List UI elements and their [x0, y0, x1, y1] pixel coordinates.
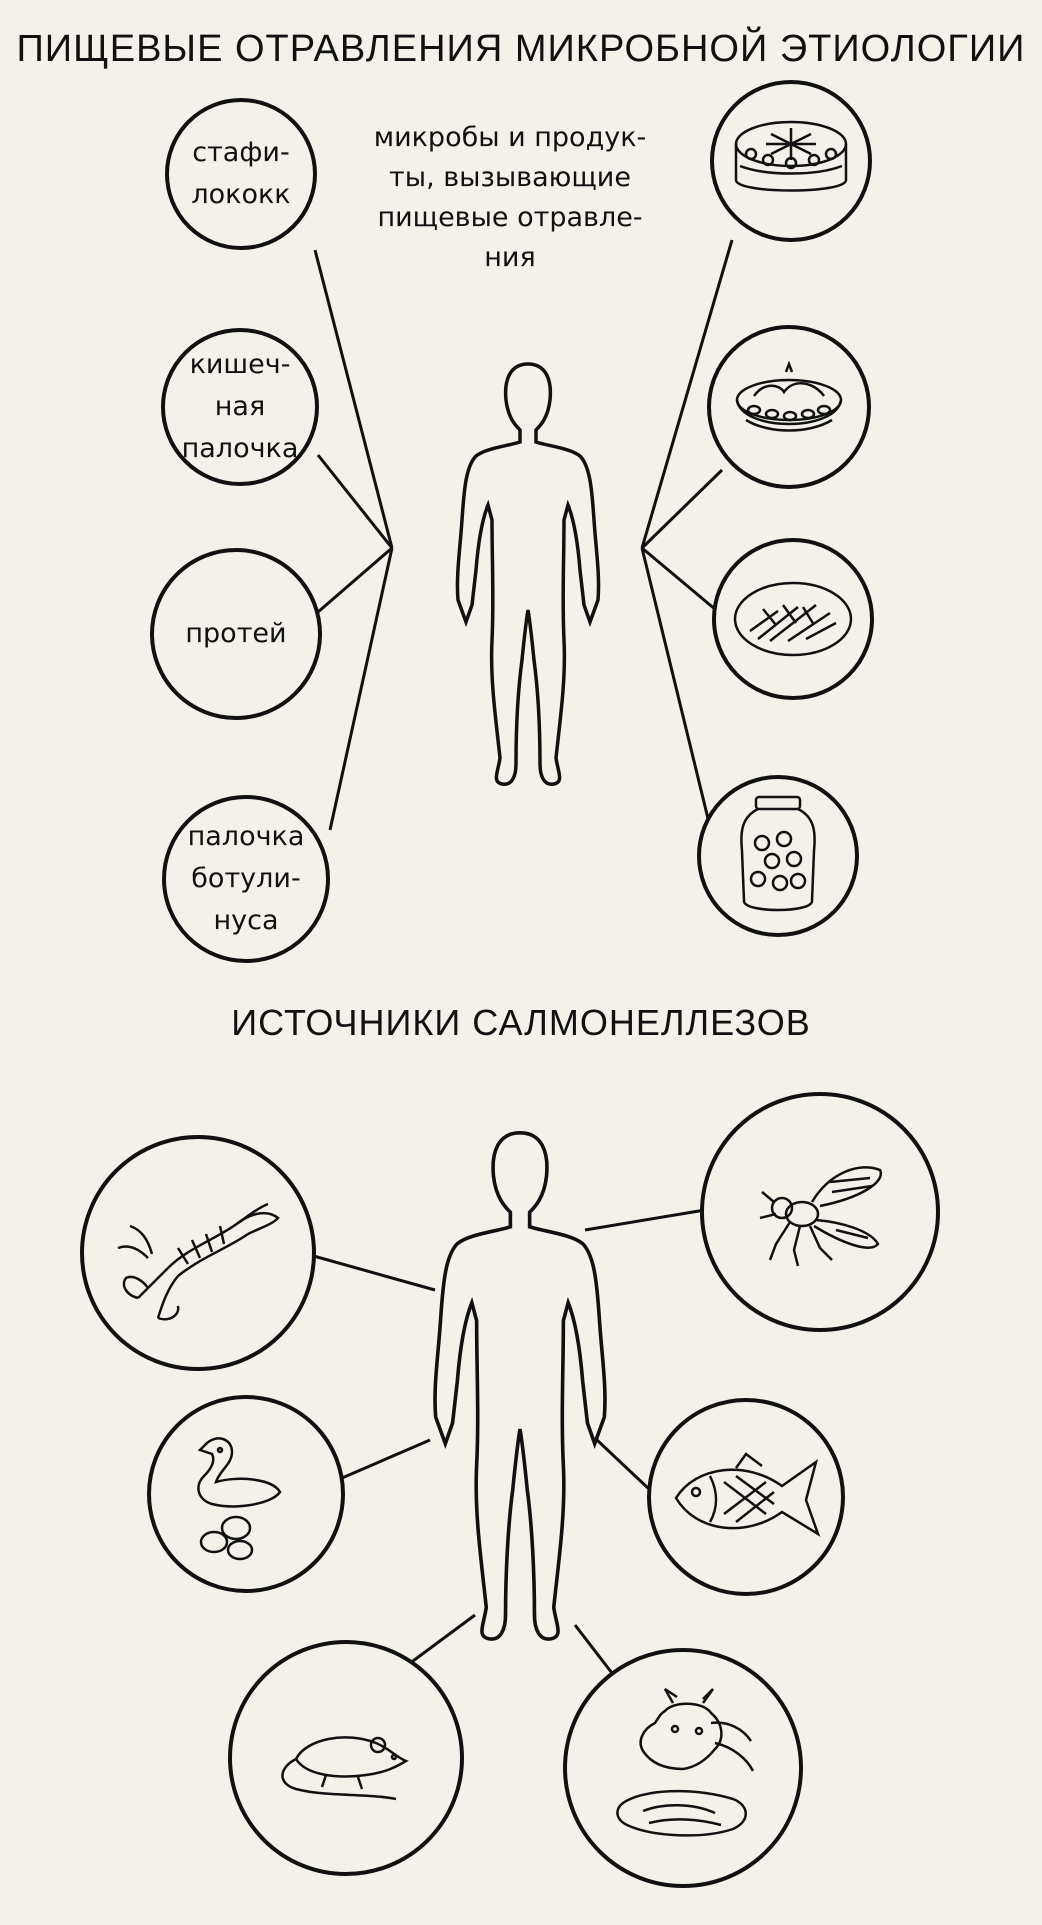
- mouse-icon: [281, 1736, 409, 1801]
- pie-icon: [735, 360, 843, 432]
- connector-line: [640, 468, 724, 550]
- microbe-circle-botulinum: палочка ботули- нуса: [162, 795, 330, 963]
- source-circle-fly: [700, 1092, 940, 1332]
- microbe-circle-proteus: протей: [150, 548, 322, 720]
- connector-line: [309, 1253, 436, 1292]
- caption-line: ния: [484, 242, 536, 273]
- connector-line: [641, 546, 723, 617]
- microbe-circle-staphylococcus: стафи- лококк: [165, 98, 317, 250]
- caption-line: пищевые отравле-: [377, 202, 643, 233]
- connector-line: [313, 249, 394, 549]
- microbe-label: стафи- лококк: [191, 137, 291, 210]
- connector-line: [316, 454, 394, 549]
- diagram-caption: микробы и продук- ты, вызывающие пищевые…: [345, 118, 675, 278]
- fish-icon: [674, 1452, 821, 1537]
- connector-line: [640, 239, 734, 549]
- microbe-label: кишеч- ная палочка: [181, 349, 299, 464]
- cake-icon: [734, 120, 848, 192]
- source-circle-crayfish: [80, 1135, 316, 1371]
- connector-line: [584, 1208, 706, 1232]
- duck-and-eggs-icon: [197, 1437, 282, 1561]
- fly-icon: [759, 1166, 883, 1267]
- microbe-label: палочка ботули- нуса: [187, 821, 305, 936]
- connector-line: [595, 1438, 652, 1492]
- caption-line: ты, вызывающие: [389, 162, 631, 193]
- diagram-title-salmonellosis-sources: ИСТОЧНИКИ САЛМОНЕЛЛЕЗОВ: [231, 1002, 811, 1043]
- microbe-label: протей: [185, 618, 287, 649]
- food-circle-fish-dish: [712, 538, 874, 700]
- source-circle-cattle-meat: [563, 1648, 803, 1888]
- crayfish-icon: [117, 1202, 280, 1321]
- connector-line: [317, 546, 393, 614]
- food-circle-cake: [710, 80, 872, 242]
- food-circle-pie: [707, 325, 871, 489]
- diagram-title-food-poisoning: ПИЩЕВЫЕ ОТРАВЛЕНИЯ МИКРОБНОЙ ЭТИОЛОГИИ: [16, 28, 1026, 70]
- source-circle-fish: [647, 1398, 845, 1596]
- caption-line: микробы и продук-: [373, 122, 647, 153]
- fish-dish-icon: [733, 581, 853, 657]
- cattle-and-meat-icon: [616, 1687, 755, 1837]
- connector-line: [341, 1438, 431, 1480]
- canned-jar-icon: [740, 795, 816, 912]
- food-circle-canned-jar: [697, 775, 859, 937]
- connector-line: [328, 547, 394, 831]
- source-circle-duck-eggs: [147, 1395, 345, 1593]
- source-circle-mouse: [228, 1640, 464, 1876]
- connector-line: [640, 547, 714, 836]
- microbe-circle-e-coli: кишеч- ная палочка: [161, 328, 319, 486]
- human-figure-icon: [433, 1131, 607, 1641]
- human-figure-icon: [455, 362, 601, 786]
